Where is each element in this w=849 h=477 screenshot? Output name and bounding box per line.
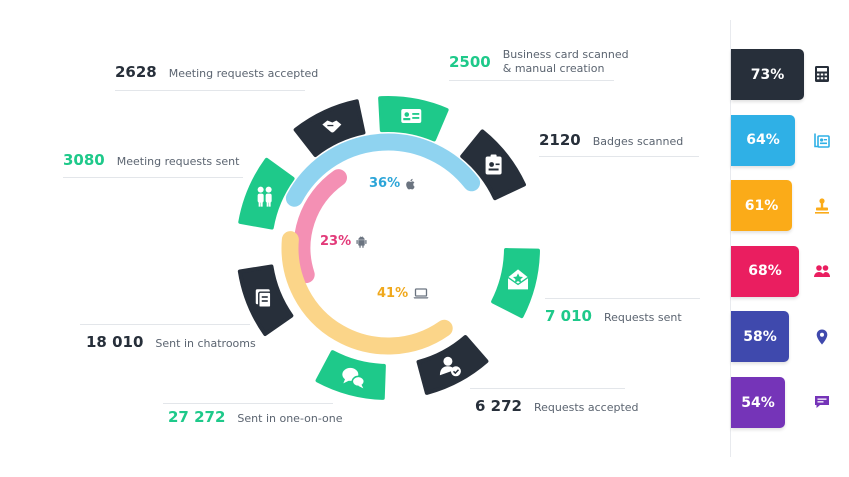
users-pair-icon	[257, 186, 272, 207]
stat-business-card: 2500 Business card scanned & manual crea…	[449, 48, 629, 76]
stat-requests-sent: 7 010 Requests sent	[545, 307, 682, 325]
stat-value: 3080	[63, 151, 105, 169]
users-icon	[814, 265, 830, 277]
donut-arc-ios	[285, 133, 481, 207]
stamp-icon	[815, 198, 829, 214]
stat-value: 2120	[539, 131, 581, 149]
stat-value: 18 010	[86, 333, 144, 351]
underline-meeting-sent	[63, 177, 243, 178]
stat-one-on-one: 27 272 Sent in one-on-one	[168, 408, 342, 426]
underline-meeting-accepted	[115, 90, 305, 91]
stat-label: Sent in one-on-one	[237, 412, 343, 425]
donut-arc-android	[293, 169, 348, 284]
stat-label-line2: & manual creation	[502, 62, 605, 75]
ring-segments	[237, 96, 540, 400]
stat-label: Meeting requests sent	[116, 155, 240, 168]
underline-business-card	[449, 80, 614, 81]
platform-donut	[281, 133, 481, 355]
user-check-icon	[439, 356, 461, 377]
id-card-icon	[401, 109, 422, 124]
bar-3: 68%	[731, 245, 799, 297]
chat-icon	[815, 396, 829, 408]
bar-5: 54%	[731, 377, 785, 428]
stat-requests-accepted: 6 272 Requests accepted	[475, 397, 639, 415]
chat-bubbles-icon	[342, 367, 366, 389]
donut-label-ios: 36%	[369, 176, 416, 191]
underline-chatrooms	[80, 324, 250, 325]
stat-badges: 2120 Badges scanned	[539, 131, 683, 149]
bar-2: 61%	[731, 180, 792, 232]
bar-4: 58%	[731, 311, 789, 363]
underline-requests-accepted	[470, 388, 625, 389]
badge-scan-icon	[485, 154, 502, 175]
chatroom-icon	[255, 289, 272, 308]
stat-value: 2628	[115, 63, 157, 81]
bar-0: 73%	[731, 49, 804, 100]
donut-arc-desktop	[281, 231, 453, 355]
stat-chatrooms: 18 010 Sent in chatrooms	[86, 333, 256, 351]
stat-value: 2500	[449, 53, 491, 71]
calculator-icon	[815, 66, 829, 82]
donut-label-android: 23%	[320, 234, 367, 249]
stat-value: 7 010	[545, 307, 592, 325]
donut-label-android-value: 23%	[320, 234, 352, 249]
segment-requests-accepted	[416, 335, 489, 395]
android-icon	[356, 235, 367, 248]
handshake-icon	[322, 120, 342, 133]
laptop-icon	[413, 288, 429, 299]
donut-label-desktop-value: 41%	[377, 286, 409, 301]
donut-label-ios-value: 36%	[369, 176, 401, 191]
stat-label: Badges scanned	[592, 135, 684, 148]
metrics-sidebar: 73% 64% 61% 68% 58% 54%	[730, 20, 849, 457]
stat-value: 27 272	[168, 408, 226, 426]
stat-label: Requests accepted	[533, 401, 639, 414]
underline-one-on-one	[163, 403, 333, 404]
stat-label: Meeting requests accepted	[168, 67, 319, 80]
map-pin-icon	[816, 329, 828, 345]
stat-label: Sent in chatrooms	[155, 337, 256, 350]
underline-requests-sent	[545, 298, 700, 299]
stat-label-line1: Business card scanned	[502, 48, 629, 61]
stat-label: Business card scanned & manual creation	[503, 48, 629, 76]
badge-icon	[814, 133, 830, 148]
stat-value: 6 272	[475, 397, 522, 415]
stat-label: Requests sent	[603, 311, 682, 324]
stat-meeting-accepted: 2628 Meeting requests accepted	[115, 63, 318, 81]
underline-badges	[539, 156, 699, 157]
envelope-star-icon	[507, 269, 529, 290]
segment-meeting-sent	[238, 157, 295, 230]
bar-1: 64%	[731, 114, 795, 166]
donut-label-desktop: 41%	[377, 286, 429, 301]
apple-icon	[406, 178, 415, 189]
stat-meeting-sent: 3080 Meeting requests sent	[63, 151, 239, 169]
